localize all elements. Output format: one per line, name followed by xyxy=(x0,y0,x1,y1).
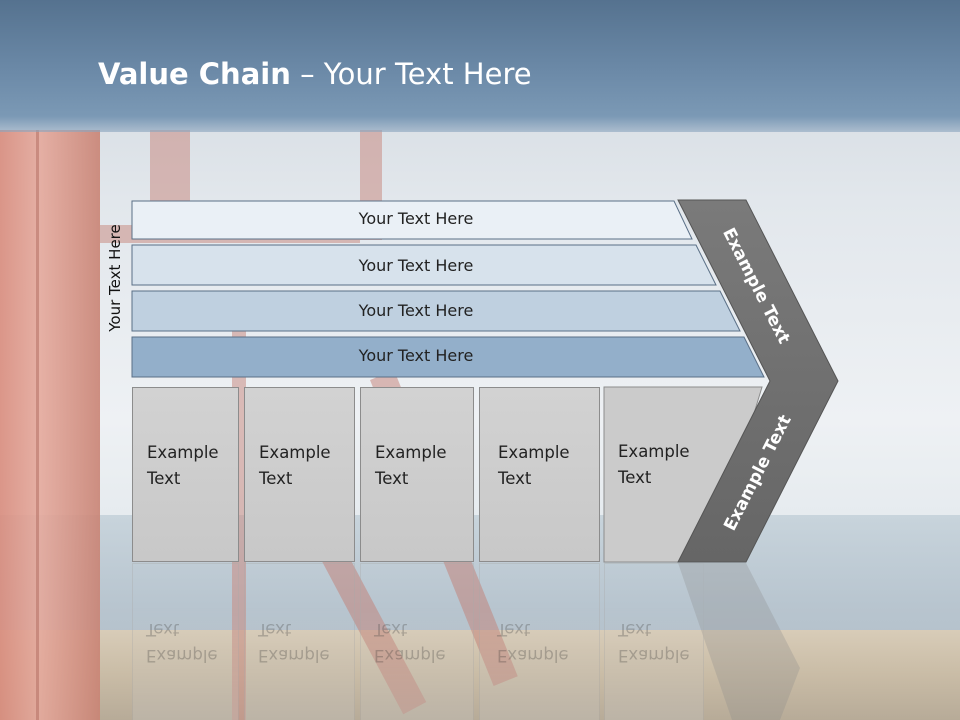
primary-box-5-line2: Text xyxy=(618,468,652,487)
primary-box-1[interactable]: Example Text xyxy=(132,387,239,562)
primary-box-2-text: Example Text xyxy=(259,440,355,492)
primary-box-4-line1: Example xyxy=(498,443,570,462)
primary-box-3[interactable]: Example Text xyxy=(360,387,474,562)
primary-box-5-line1: Example xyxy=(618,442,690,461)
primary-box-5-text: Example Text xyxy=(618,439,714,491)
support-bar-4[interactable] xyxy=(131,336,765,378)
primary-box-3-line2: Text xyxy=(375,469,409,488)
primary-box-1-text: Example Text xyxy=(147,440,243,492)
background-post-edge xyxy=(36,130,39,720)
title-bold: Value Chain xyxy=(98,57,291,91)
support-bar-label-4: Your Text Here xyxy=(358,346,474,365)
support-bar-1[interactable] xyxy=(131,200,693,240)
primary-box-2-line2: Text xyxy=(259,469,293,488)
primary-box-4-line2: Text xyxy=(498,469,532,488)
background-lifeguard-post xyxy=(0,130,100,720)
margin-chevron[interactable] xyxy=(677,199,839,563)
primary-box-4[interactable]: Example Text xyxy=(479,387,600,562)
primary-box-1-line1: Example xyxy=(147,443,219,462)
primary-box-2[interactable]: Example Text xyxy=(244,387,355,562)
support-bar-label-3: Your Text Here xyxy=(358,301,474,320)
primary-box-1-line2: Text xyxy=(147,469,181,488)
title-band xyxy=(0,0,960,132)
primary-box-3-line1: Example xyxy=(375,443,447,462)
support-bar-label-2: Your Text Here xyxy=(358,256,474,275)
support-bar-label-1: Your Text Here xyxy=(358,209,474,228)
support-bar-2[interactable] xyxy=(131,244,717,286)
primary-box-4-text: Example Text xyxy=(498,440,594,492)
slide-title[interactable]: Value Chain – Your Text Here xyxy=(98,54,532,98)
primary-box-3-text: Example Text xyxy=(375,440,471,492)
primary-box-2-line1: Example xyxy=(259,443,331,462)
support-bar-3[interactable] xyxy=(131,290,741,332)
title-rest: – Your Text Here xyxy=(290,57,532,91)
